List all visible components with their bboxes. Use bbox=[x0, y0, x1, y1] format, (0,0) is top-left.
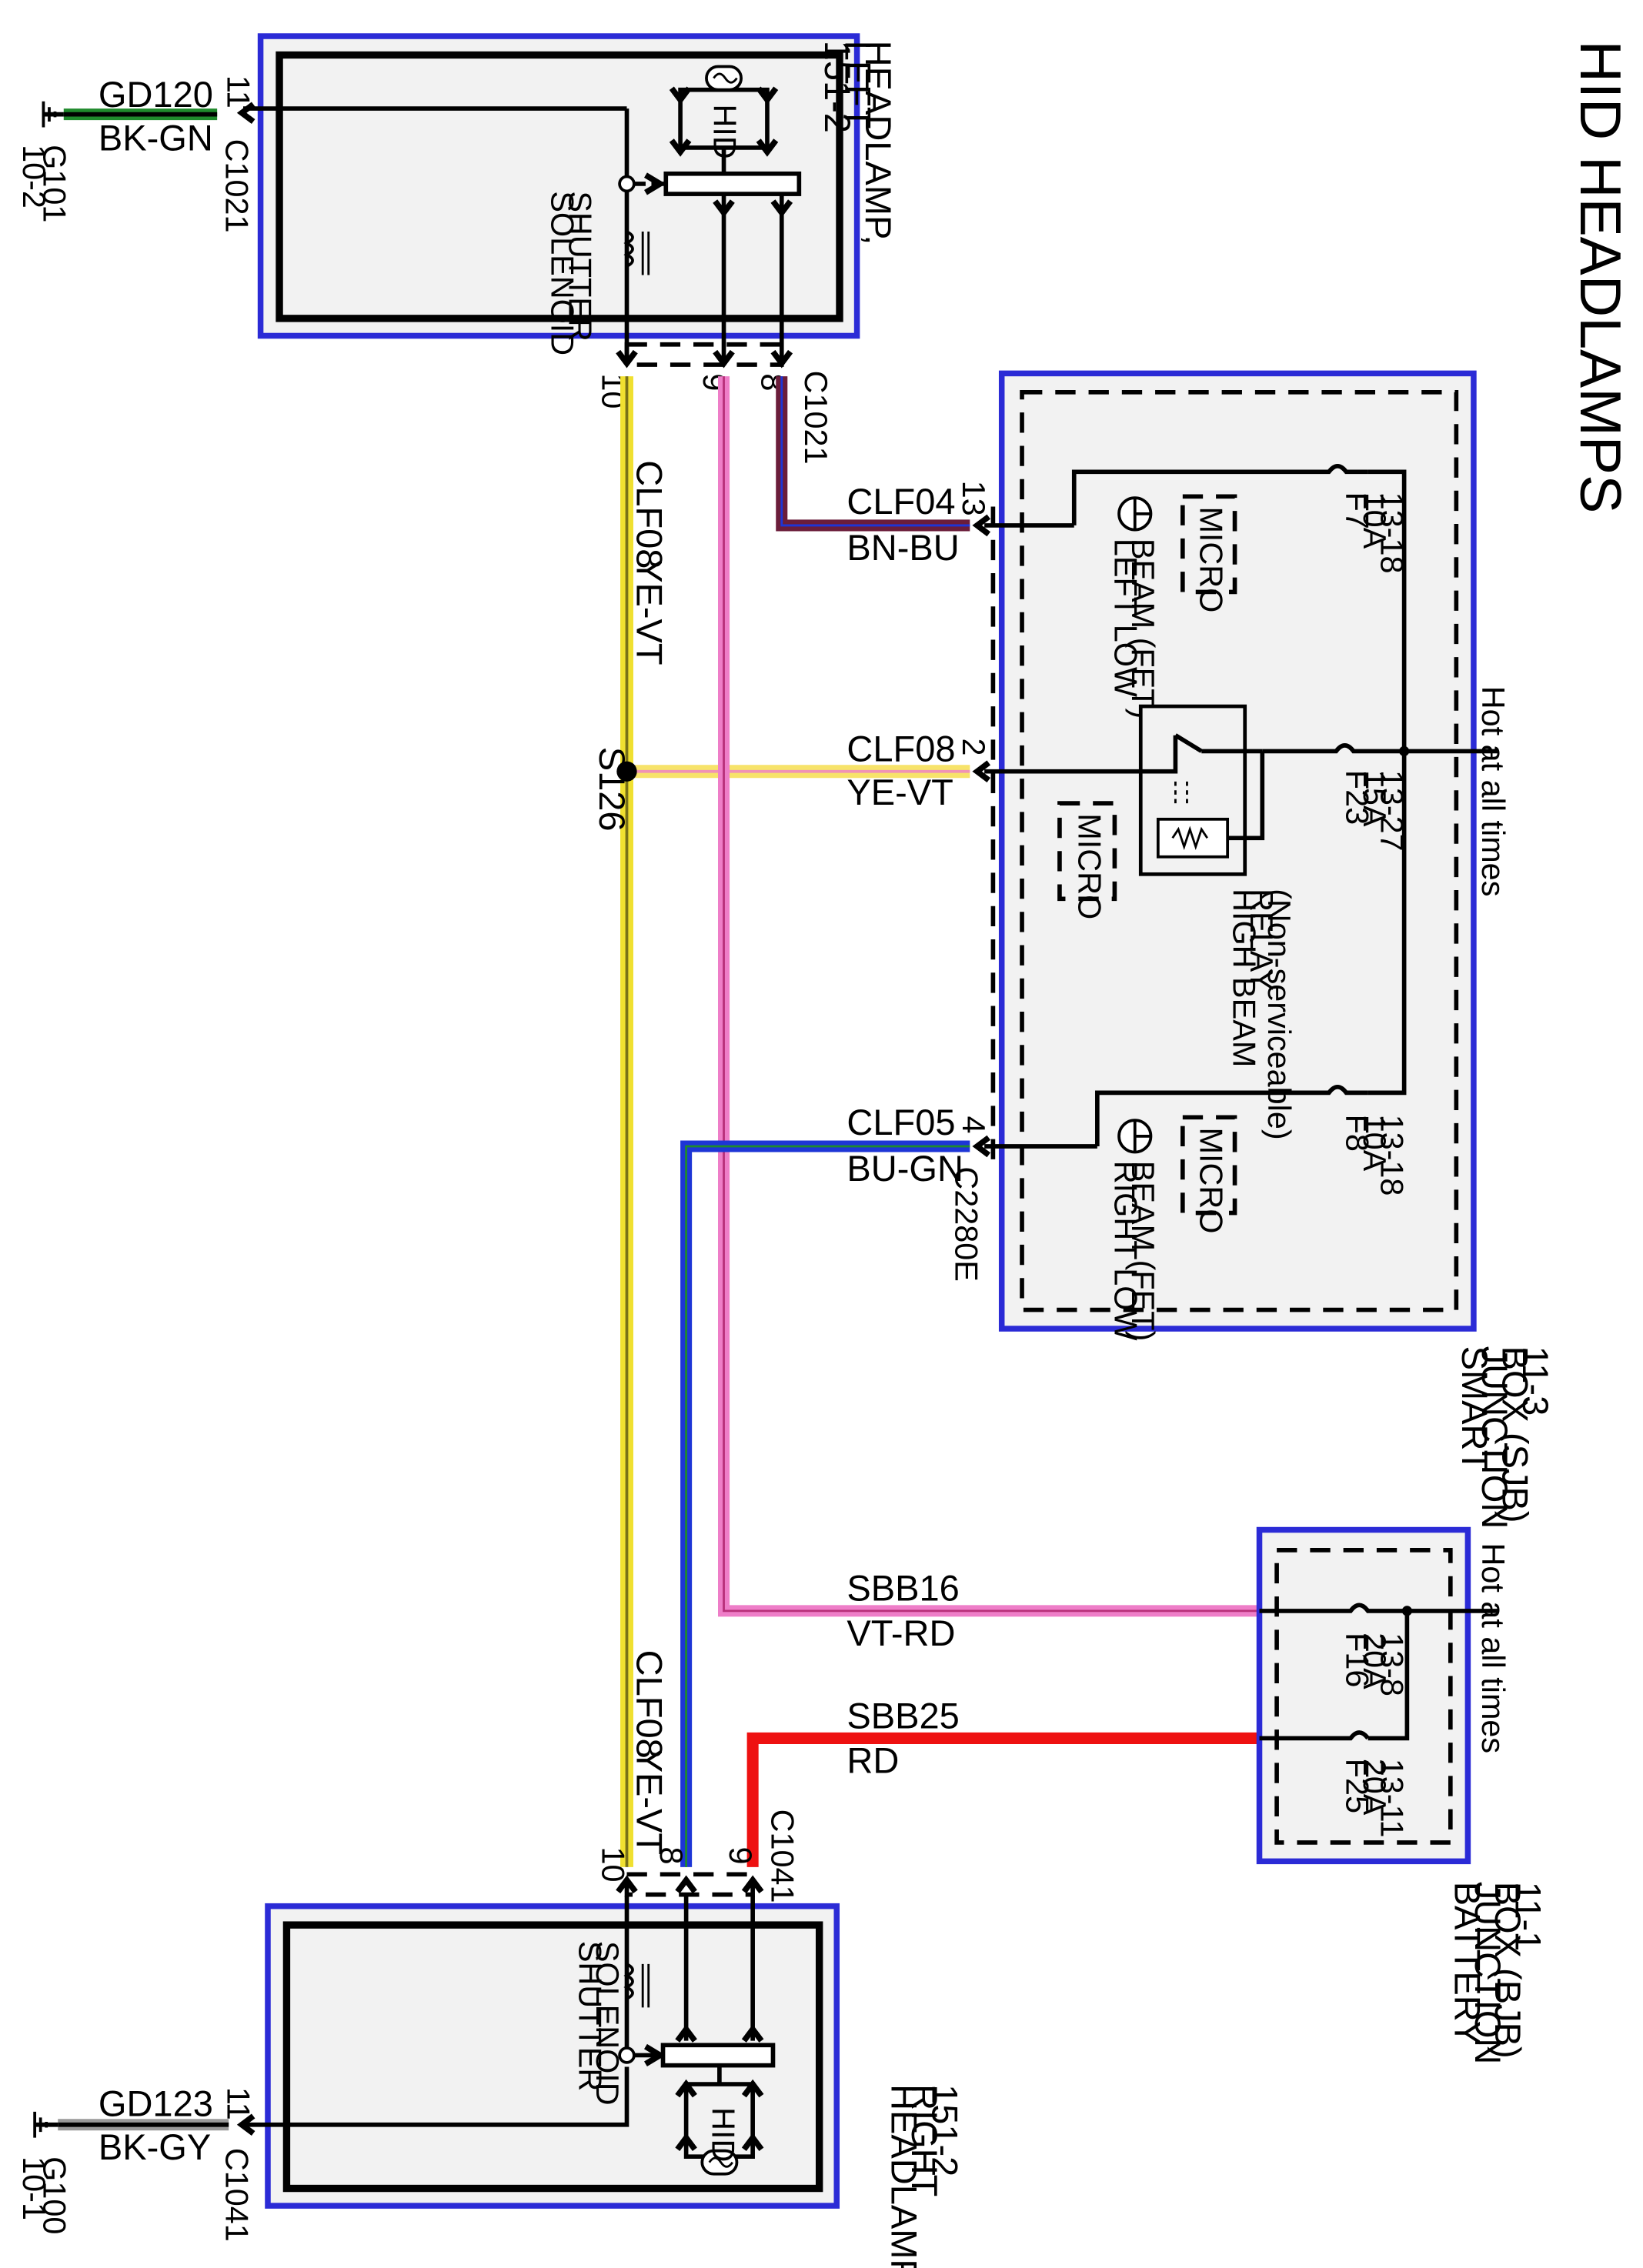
sjb-pin-4: 4 bbox=[956, 1116, 991, 1133]
fuse-f8-label: F8 10A 13-18 bbox=[1339, 1115, 1409, 1196]
left-low-beam-fet-icon bbox=[1117, 496, 1153, 532]
ground-right-pin: 11 bbox=[220, 2087, 255, 2120]
headlamp-right: HEADLAMP, RIGHT 151-2 SHUTTER SOLENOID bbox=[243, 1896, 965, 2268]
headlamp-left-label: HEADLAMP, LEFT 151-2 bbox=[817, 41, 899, 255]
sbb25-color: RD bbox=[847, 1740, 899, 1781]
clf08-lower-circuit: CLF08 bbox=[629, 1650, 670, 1759]
connector-c1041: 10 8 9 C1041 bbox=[596, 1809, 800, 1903]
fuse-f25-label: F25 20A 13-11 bbox=[1339, 1759, 1409, 1838]
wire-clf08-splice: S126 CLF08 YE-VT bbox=[592, 729, 970, 832]
connector-c1021-label: C1021 bbox=[798, 371, 833, 465]
micro-2-label: MICRO bbox=[1071, 813, 1107, 919]
clf05-color: BU-GN bbox=[847, 1148, 963, 1189]
fuse-f7-label: F7 10A 13-18 bbox=[1339, 492, 1409, 574]
ground-left-pin: 11 bbox=[220, 75, 255, 108]
bjb-hot-label: Hot at all times bbox=[1475, 1543, 1511, 1753]
micro-3-label: MICRO bbox=[1193, 1128, 1228, 1234]
sjb-hot-label: Hot at all times bbox=[1475, 686, 1511, 897]
clf05-circuit: CLF05 bbox=[847, 1102, 955, 1142]
ballast-right bbox=[660, 2043, 776, 2068]
wire-clf08-main: CLF08 YE-VT CLF08 YE-VT bbox=[620, 376, 670, 1867]
page-title: HID HEADLAMPS bbox=[1568, 41, 1633, 514]
left-low-beam-label: LEFT LOW BEAM (FET) bbox=[1107, 539, 1160, 719]
hid-bulb-icon bbox=[672, 65, 776, 174]
right-low-beam-label: RIGHT LOW BEAM (FET) bbox=[1107, 1161, 1160, 1349]
sbb16-circuit: SBB16 bbox=[847, 1568, 959, 1609]
connector-c1041-label: C1041 bbox=[765, 1809, 800, 1903]
ballast-left bbox=[663, 171, 802, 196]
micro-3 bbox=[1180, 1115, 1237, 1216]
sjb-label: SMART JUNCTION BOX (SJB) 11-3 bbox=[1454, 1346, 1556, 1539]
solenoid-coil-right-icon bbox=[623, 1963, 650, 2008]
ground-right-circuit: GD123 bbox=[99, 2083, 213, 2123]
solenoid-coil-left-icon bbox=[623, 230, 650, 275]
clf08-lower-color: YE-VT bbox=[629, 1749, 670, 1855]
micro-1 bbox=[1180, 494, 1237, 595]
hid-label-left: HID bbox=[706, 104, 742, 158]
clf08-upper-circuit: CLF08 bbox=[629, 460, 670, 569]
micro-2 bbox=[1057, 801, 1117, 902]
high-beam-relay-label: HIGH BEAM RELAY (Non-serviceable) bbox=[1227, 889, 1297, 1140]
pin-10-right: 10 bbox=[596, 1847, 631, 1883]
bjb-label: BATTERY JUNCTION BOX (BJB) 11-1 bbox=[1447, 1882, 1548, 2075]
clf08-sjb-color: YE-VT bbox=[847, 772, 953, 812]
micro-1-label: MICRO bbox=[1193, 506, 1228, 612]
battery-junction-box: BATTERY JUNCTION BOX (BJB) 11-1 Hot at a… bbox=[1256, 1526, 1548, 2075]
ground-left-color: BK-GN bbox=[99, 118, 213, 158]
clf08-upper-color: YE-VT bbox=[629, 559, 670, 665]
wire-sbb16: SBB16 VT-RD bbox=[718, 376, 1260, 1653]
ground-left-name: G101 10-2 bbox=[16, 145, 72, 232]
ground-right-connector: C1041 bbox=[219, 2148, 254, 2242]
smart-junction-box: SMART JUNCTION BOX (SJB) 11-3 Hot at all… bbox=[948, 370, 1556, 1539]
wire-clf04: CLF04 BN-BU bbox=[776, 376, 970, 568]
clf04-circuit: CLF04 bbox=[847, 481, 955, 522]
clf08-sjb-circuit: CLF08 bbox=[847, 729, 955, 769]
high-beam-relay-icon bbox=[984, 704, 1265, 876]
ground-left-connector: C1021 bbox=[219, 139, 254, 233]
sbb16-color: VT-RD bbox=[847, 1613, 955, 1653]
ground-g101: 11 C1021 GD120 BK-GN G101 10-2 bbox=[16, 74, 255, 233]
clf04-color: BN-BU bbox=[847, 527, 959, 568]
sjb-pin-13: 13 bbox=[956, 481, 991, 516]
wire-sbb25: SBB25 RD bbox=[746, 1695, 1260, 1867]
fuse-f16-label: F16 20A 13-8 bbox=[1339, 1633, 1409, 1698]
shutter-solenoid-right-label: SHUTTER SOLENOID bbox=[572, 1941, 625, 2106]
right-low-beam-fet-icon bbox=[1117, 1119, 1153, 1154]
ground-g100: 11 C1041 GD123 BK-GY G100 10-1 bbox=[16, 2083, 255, 2243]
hid-label-right: HID bbox=[705, 2107, 740, 2162]
shutter-solenoid-left-label: SHUTTER SOLENOID bbox=[545, 191, 598, 355]
splice-label: S126 bbox=[592, 747, 633, 832]
ground-left-circuit: GD120 bbox=[99, 74, 213, 115]
wire-clf05: CLF05 BU-GN bbox=[680, 1102, 970, 1867]
splice-s126 bbox=[616, 761, 637, 782]
sbb25-circuit: SBB25 bbox=[847, 1695, 959, 1736]
ground-right-name: G100 10-1 bbox=[16, 2156, 72, 2243]
headlamp-left: HEADLAMP, LEFT 151-2 HID bbox=[243, 33, 899, 359]
connector-c2280e-label: C2280E bbox=[948, 1166, 983, 1282]
pin-8-right: 8 bbox=[653, 1847, 689, 1865]
fuse-f23-label: F23 15A 13-27 bbox=[1339, 770, 1409, 852]
ground-right-color: BK-GY bbox=[99, 2126, 211, 2167]
pin-9-right: 9 bbox=[723, 1847, 758, 1865]
sjb-pin-2: 2 bbox=[956, 738, 991, 755]
hid-bulb-right-icon bbox=[677, 2065, 761, 2176]
headlamp-right-label: HEADLAMP, RIGHT 151-2 bbox=[884, 2084, 966, 2268]
